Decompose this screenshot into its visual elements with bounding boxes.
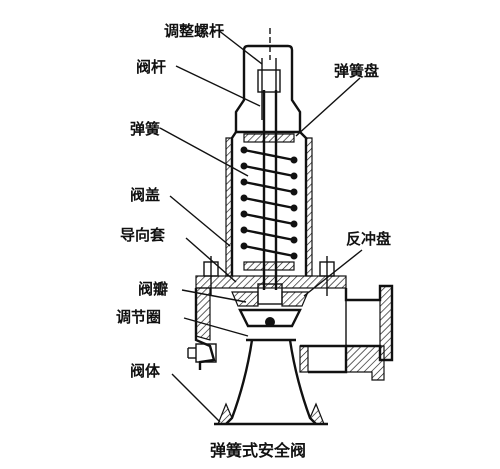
label-spring-disc: 弹簧盘 — [334, 62, 379, 80]
valve-stem — [262, 90, 278, 290]
label-stem: 阀杆 — [136, 58, 166, 76]
spring-disc-upper — [243, 133, 295, 143]
spring-coils — [240, 146, 298, 260]
label-guide-sleeve: 导向套 — [120, 226, 166, 244]
label-bonnet: 阀盖 — [130, 186, 160, 204]
adjust-ring-plug — [187, 343, 217, 363]
label-recoil-disc: 反冲盘 — [346, 230, 391, 248]
label-adjust-screw: 调整螺杆 — [164, 22, 224, 40]
label-body: 阀体 — [130, 362, 161, 380]
valve-body — [194, 284, 394, 426]
label-adjust-ring: 调节圈 — [116, 308, 161, 326]
caption: 弹簧式安全阀 — [210, 441, 306, 460]
leader-lines — [159, 29, 363, 423]
spring-disc-lower — [243, 261, 295, 271]
label-valve-disc: 阀瓣 — [138, 280, 168, 298]
disc-assembly — [231, 283, 309, 328]
cap — [234, 44, 302, 132]
label-spring: 弹簧 — [130, 120, 160, 138]
